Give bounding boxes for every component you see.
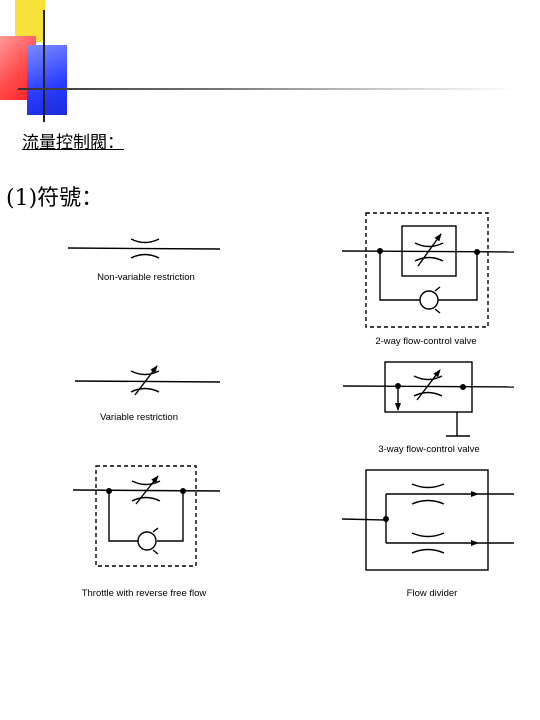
label-flow-divider: Flow divider (407, 588, 458, 599)
label-variable-restriction: Variable restriction (100, 412, 178, 423)
section-title: (1)符號： (6, 186, 104, 211)
flow-divider-symbol (341, 469, 514, 571)
decor-vertical-line (43, 10, 45, 122)
label-non-variable-restriction: Non-variable restriction (97, 272, 195, 283)
throttle-reverse-free-flow-symbol (72, 465, 221, 567)
non-variable-restriction-symbol (67, 238, 221, 259)
label-throttle-reverse-free-flow: Throttle with reverse free flow (82, 588, 207, 599)
page-title: 流量控制閥： (22, 133, 124, 153)
variable-restriction-symbol (74, 365, 221, 396)
label-two-way-flow-control-valve: 2-way flow-control valve (375, 336, 476, 347)
decor-horizontal-line (18, 88, 518, 90)
decor-blue-square (27, 45, 67, 115)
decor-yellow-square (15, 0, 45, 42)
three-way-flow-control-valve-symbol (342, 361, 515, 437)
label-three-way-flow-control-valve: 3-way flow-control valve (378, 444, 479, 455)
two-way-flow-control-valve-symbol (341, 212, 515, 328)
